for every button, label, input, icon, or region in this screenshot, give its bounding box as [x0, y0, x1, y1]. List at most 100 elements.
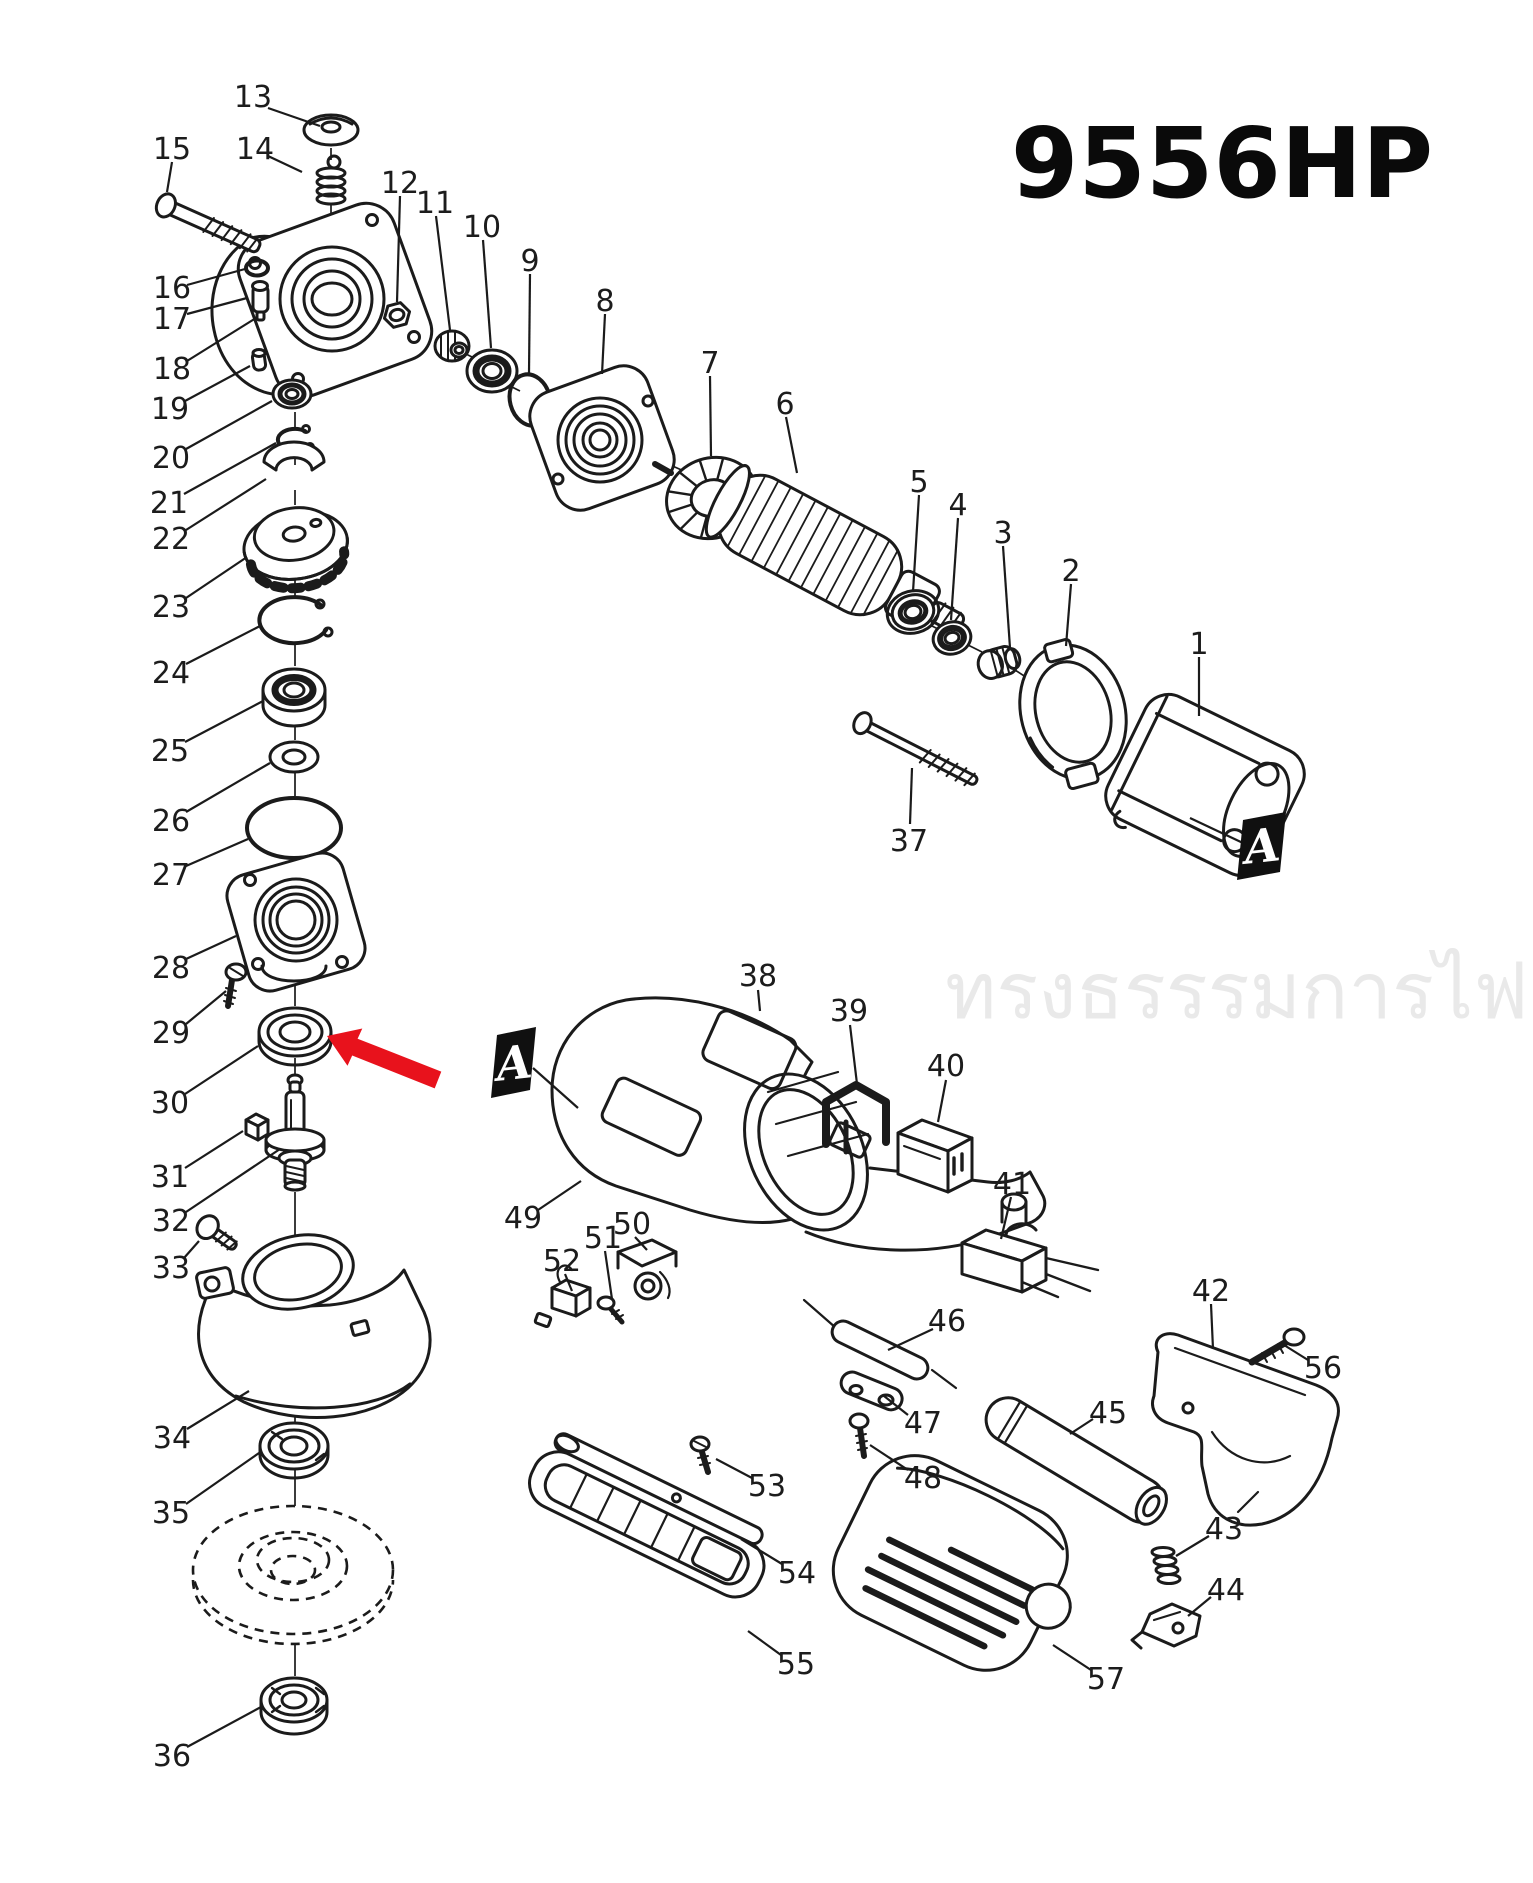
part-number-label-40: 40: [927, 1049, 965, 1084]
leader-line-33: [183, 1240, 200, 1259]
part-number-label-54: 54: [778, 1556, 816, 1591]
part-number-label-3: 3: [993, 516, 1012, 551]
leader-line-44: [1187, 1596, 1212, 1617]
part-number-label-37: 37: [890, 824, 928, 859]
leader-line-14: [267, 155, 303, 173]
part-5-graphic: [885, 589, 941, 635]
part-number-label-52: 52: [543, 1244, 581, 1279]
leader-line-15: [165, 161, 174, 193]
part-48-graphic: [848, 1412, 870, 1459]
part-number-label-8: 8: [595, 284, 614, 319]
leader-line-37: [908, 767, 914, 825]
part-number-label-41: 41: [993, 1167, 1031, 1202]
part-number-label-7: 7: [700, 346, 719, 381]
part-45-graphic: [984, 1396, 1168, 1526]
leader-line-41: [999, 1196, 1013, 1240]
detail-marker-box: [1237, 812, 1286, 880]
leader-line-16: [186, 267, 246, 287]
detail-marker-a-field: A: [1189, 812, 1286, 880]
part-number-label-31: 31: [151, 1160, 189, 1195]
part-number-label-46: 46: [928, 1304, 966, 1339]
part-number-label-22: 22: [152, 522, 190, 557]
leader-line-6: [784, 416, 799, 474]
leader-line-49: [537, 1180, 582, 1211]
part-37-graphic: [852, 711, 979, 787]
leader-line-48: [869, 1444, 909, 1471]
part-number-label-4: 4: [948, 488, 967, 523]
part-26-graphic: [268, 740, 320, 774]
leader-line-56: [1283, 1344, 1309, 1361]
part-number-label-44: 44: [1207, 1573, 1245, 1608]
part-39-graphic: [822, 1081, 890, 1155]
part-24-graphic: [257, 595, 334, 646]
leader-line-5: [911, 494, 921, 593]
leader-line-18: [186, 317, 257, 362]
leader-line-24: [185, 625, 261, 665]
leader-line-31: [184, 1130, 244, 1169]
part-labels-layer: 1234567891011121314151617181920212223242…: [150, 80, 1342, 1774]
grinding-wheel-outline: [191, 1504, 395, 1646]
leader-line-39: [848, 1024, 859, 1085]
leader-line-40: [936, 1079, 948, 1123]
part-33-graphic: [195, 1214, 238, 1251]
leader-line-36: [186, 1706, 262, 1748]
leader-line-13: [267, 106, 321, 128]
part-number-label-53: 53: [748, 1469, 786, 1504]
leader-line-9: [527, 273, 532, 374]
leader-line-38: [756, 989, 762, 1012]
leader-line-28: [185, 935, 237, 960]
leader-line-26: [185, 762, 271, 813]
leader-line-4: [949, 517, 960, 621]
part-34-graphic: [195, 1233, 432, 1419]
part-11-graphic: [433, 329, 471, 363]
part-17-graphic: [251, 280, 270, 322]
leader-line-46: [887, 1328, 934, 1351]
part-40-graphic: [896, 1118, 974, 1194]
detail-marker-box: [491, 1027, 536, 1098]
leader-line-43: [1175, 1535, 1210, 1557]
part-number-label-35: 35: [152, 1496, 190, 1531]
part-number-label-50: 50: [613, 1207, 651, 1242]
part-number-label-11: 11: [416, 186, 454, 221]
leader-line-19: [184, 365, 251, 402]
leader-line-35: [185, 1452, 260, 1505]
part-number-label-20: 20: [152, 441, 190, 476]
part-46-graphic: [802, 1298, 958, 1390]
part-16-graphic: [244, 258, 270, 278]
leader-line-2: [1064, 583, 1073, 647]
part-2-graphic: [1018, 637, 1128, 791]
part-38-graphic: [701, 1009, 798, 1091]
detail-marker-a-housing: A: [489, 1027, 579, 1109]
part-number-label-18: 18: [153, 352, 191, 387]
leader-line-47: [883, 1395, 909, 1416]
leader-line-10: [481, 239, 493, 349]
part-number-label-26: 26: [152, 804, 190, 839]
gear-housing-graphic: [210, 201, 434, 399]
part-number-label-9: 9: [520, 244, 539, 279]
part-number-label-19: 19: [151, 392, 189, 427]
part-56-graphic: [1248, 1327, 1306, 1366]
part-number-label-27: 27: [152, 858, 190, 893]
part-number-label-47: 47: [904, 1406, 942, 1441]
part-number-label-16: 16: [153, 271, 191, 306]
part-28-graphic: [225, 851, 367, 993]
part-number-label-12: 12: [381, 166, 419, 201]
part-number-label-13: 13: [234, 80, 272, 115]
part-22-graphic: [262, 440, 326, 472]
leader-line-17: [186, 296, 248, 316]
part-25-graphic: [261, 667, 327, 728]
part-number-label-23: 23: [152, 590, 190, 625]
part-number-label-21: 21: [150, 486, 188, 521]
detail-marker-leader: [1189, 817, 1244, 844]
part-41-graphic: [960, 1228, 1100, 1299]
part-3-graphic: [976, 645, 1022, 680]
part-number-label-36: 36: [153, 1739, 191, 1774]
part-number-label-29: 29: [152, 1016, 190, 1051]
part-19-graphic: [250, 348, 268, 372]
part-number-label-49: 49: [504, 1201, 542, 1236]
part-29-graphic: [223, 962, 248, 1009]
motor-housing-graphic: [550, 996, 1047, 1252]
part-number-label-33: 33: [152, 1251, 190, 1286]
part-23-graphic: [242, 506, 350, 594]
